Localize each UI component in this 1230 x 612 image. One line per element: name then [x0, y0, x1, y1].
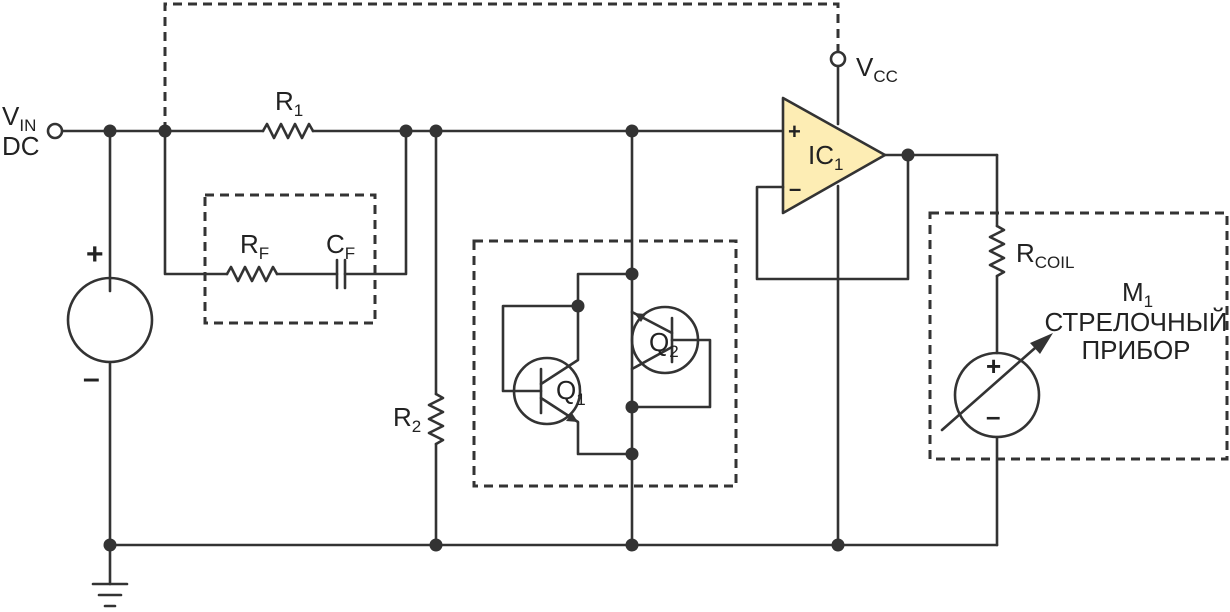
m1-label: M1 [1122, 277, 1153, 311]
meter-plus-sign: + [986, 351, 1001, 381]
meter-needle-icon [940, 339, 1045, 432]
rf-cf-group-box [203, 193, 377, 325]
transistor-network [501, 129, 712, 547]
ic1-label: IC1 [808, 140, 843, 174]
vin-dc-label: DC [2, 131, 40, 161]
input-voltage-source [66, 129, 154, 586]
r2-branch [427, 129, 445, 547]
opamp-triangle [781, 96, 887, 215]
rf-resistor [225, 265, 279, 283]
meter-minus-sign: – [986, 401, 1000, 431]
q1-label: Q1 [556, 375, 586, 409]
vcc-label: VCC [856, 52, 898, 86]
vin-terminal [46, 122, 64, 140]
rcoil-resistor [988, 224, 1006, 278]
opamp-ic1 [755, 64, 999, 547]
vin-label: VIN [2, 101, 36, 135]
rf-label: RF [240, 229, 269, 263]
ground-symbol [91, 582, 129, 608]
junction-dots [103, 124, 915, 552]
m1-description-line1: СТРЕЛОЧНЫЙ [1044, 307, 1227, 337]
transistor-group-box [472, 239, 738, 488]
r1-resistor [261, 122, 315, 140]
dashed-feedback-link [163, 2, 840, 131]
source-minus-sign: – [83, 362, 100, 395]
rcoil-label: RCOIL [1016, 238, 1074, 272]
meter-group-box [928, 211, 1229, 461]
r2-label: R2 [393, 402, 421, 436]
q2-label: Q2 [649, 327, 679, 361]
meter-branch [940, 153, 1053, 547]
rf-cf-branch [163, 129, 408, 290]
opamp-plus-sign: + [788, 119, 801, 144]
r1-label: R1 [275, 86, 303, 120]
source-plus-sign: + [86, 238, 104, 271]
m1-description-line2: ПРИБОР [1081, 335, 1190, 365]
opamp-minus-sign: – [789, 176, 801, 201]
cf-label: CF [326, 229, 355, 263]
r2-resistor [427, 392, 445, 446]
vcc-terminal [829, 50, 847, 68]
